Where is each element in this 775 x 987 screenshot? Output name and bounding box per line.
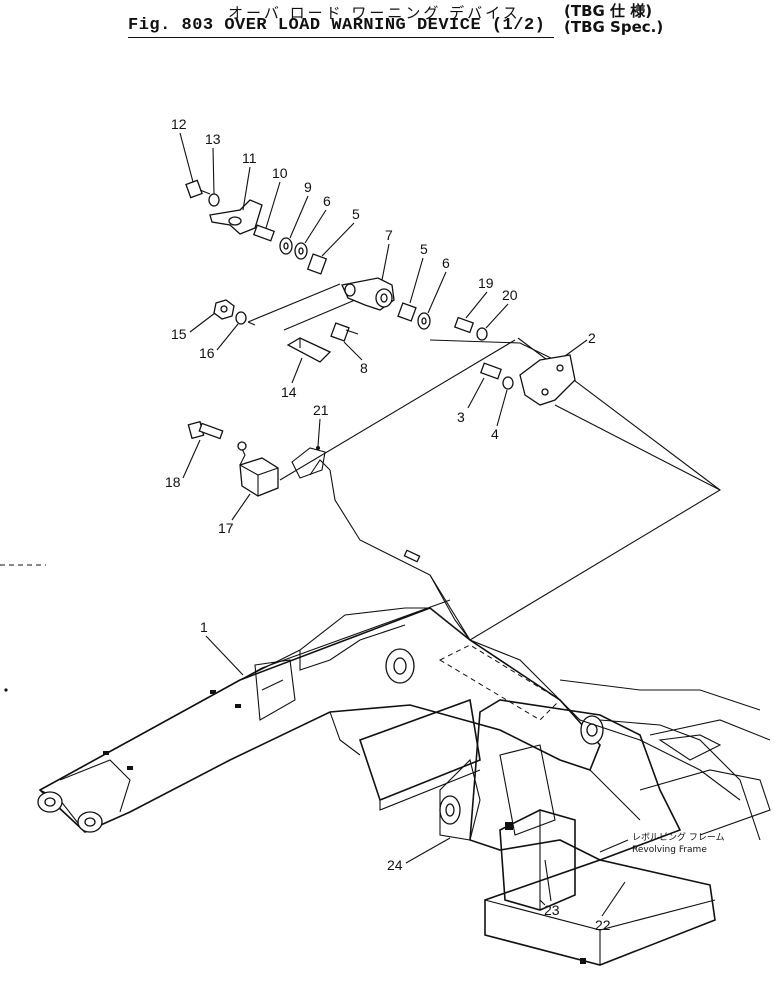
revolving-frame bbox=[358, 679, 771, 966]
margin-dot bbox=[4, 688, 8, 692]
part-3-bolt bbox=[479, 362, 503, 380]
label-5a: 5 bbox=[352, 206, 360, 222]
label-13: 13 bbox=[205, 131, 221, 147]
spec-english: (TBG Spec.) bbox=[564, 18, 664, 36]
part-19-bolt bbox=[453, 316, 475, 334]
part-10-bolt bbox=[252, 224, 276, 242]
label-6b: 6 bbox=[442, 255, 450, 271]
label-4: 4 bbox=[491, 426, 499, 442]
part-7-lever bbox=[341, 277, 395, 311]
part-15-nut bbox=[213, 299, 235, 320]
label-11: 11 bbox=[242, 150, 257, 166]
part-16-washer bbox=[235, 311, 247, 325]
part-17-warning-device bbox=[237, 441, 279, 497]
label-8: 8 bbox=[360, 360, 368, 376]
part-14-pin bbox=[286, 337, 332, 363]
label-2: 2 bbox=[588, 330, 596, 346]
label-18: 18 bbox=[165, 474, 181, 490]
label-24: 24 bbox=[387, 857, 403, 873]
label-14: 14 bbox=[281, 384, 297, 400]
spec-japanese: (TBG 仕 様) bbox=[564, 2, 653, 20]
part-8-switch bbox=[330, 322, 359, 342]
part-13-washer bbox=[208, 193, 220, 207]
label-16: 16 bbox=[199, 345, 215, 361]
label-1: 1 bbox=[200, 619, 208, 635]
label-23: 23 bbox=[544, 902, 560, 918]
label-22: 22 bbox=[595, 917, 611, 933]
label-10: 10 bbox=[272, 165, 288, 181]
part-6b-washer bbox=[417, 312, 431, 330]
title-english: Fig. 803 OVER LOAD WARNING DEVICE (1/2) bbox=[128, 16, 546, 35]
title-underline bbox=[128, 37, 554, 38]
part-2-plate bbox=[519, 354, 576, 406]
part-labels: 12 13 11 10 9 6 5 7 5 6 19 20 2 15 16 14 bbox=[165, 116, 626, 933]
spec-box: (TBG 仕 様) (TBG Spec.) bbox=[556, 0, 668, 38]
part-5a-bushing bbox=[306, 253, 328, 275]
svg-text:レボルビング フレーム: レボルビング フレーム bbox=[632, 831, 725, 843]
label-12: 12 bbox=[171, 116, 187, 132]
label-7: 7 bbox=[385, 227, 393, 243]
boom-assembly bbox=[37, 599, 604, 833]
part-21-clamp bbox=[291, 446, 326, 479]
label-19: 19 bbox=[478, 275, 494, 291]
label-20: 20 bbox=[502, 287, 518, 303]
part-9-washer bbox=[279, 237, 293, 255]
figure-header: オーバ ロード ワーニング デバイス Fig. 803 OVER LOAD WA… bbox=[0, 0, 775, 50]
label-9: 9 bbox=[304, 179, 312, 195]
title-japanese: オーバ ロード ワーニング デバイス bbox=[228, 4, 521, 22]
wiring-harness bbox=[309, 459, 741, 801]
part-4-washer bbox=[502, 376, 514, 390]
label-5b: 5 bbox=[420, 241, 428, 257]
part-11-bracket bbox=[209, 199, 263, 235]
label-21: 21 bbox=[313, 402, 329, 418]
part-23 bbox=[539, 899, 546, 906]
assembly-leader-lines bbox=[247, 283, 721, 641]
part-12-bolt bbox=[185, 179, 211, 199]
revolving-frame-label: レボルビング フレーム Revolving Frame bbox=[599, 831, 725, 855]
label-15: 15 bbox=[171, 326, 187, 342]
label-6a: 6 bbox=[323, 193, 331, 209]
svg-text:Revolving Frame: Revolving Frame bbox=[632, 845, 707, 855]
part-18-bolt bbox=[187, 420, 224, 440]
part-5b-bushing bbox=[397, 302, 417, 322]
label-17: 17 bbox=[218, 520, 234, 536]
part-20-washer bbox=[476, 327, 488, 341]
part-6a-washer bbox=[294, 242, 308, 260]
label-3: 3 bbox=[457, 409, 465, 425]
